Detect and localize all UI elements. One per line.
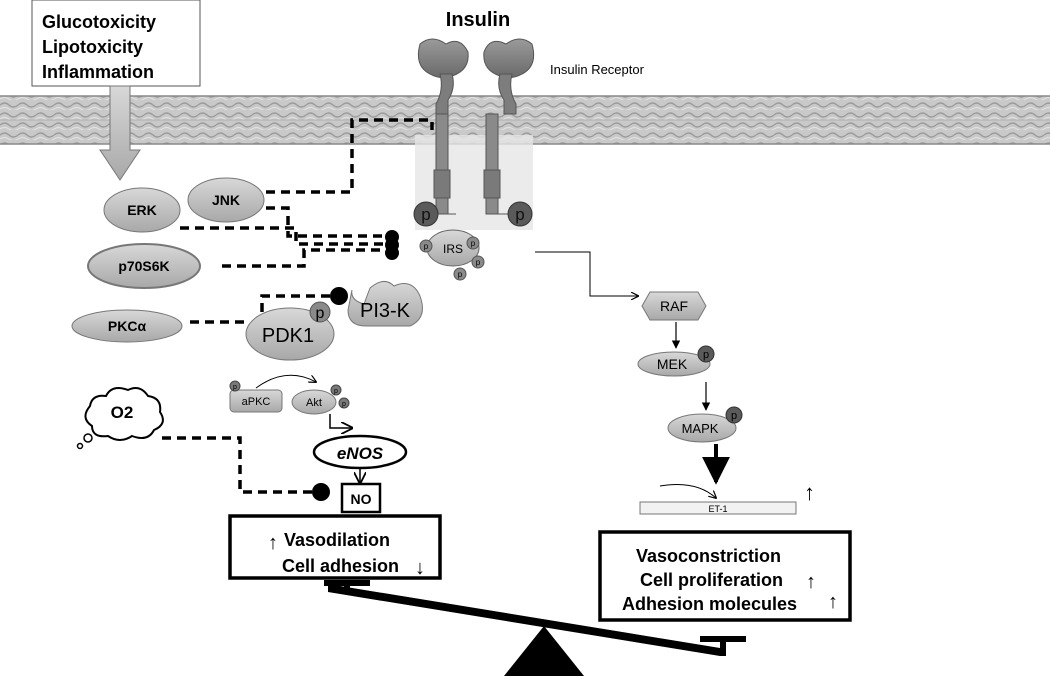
adhesion-molecules-up-arrow: ↑ (828, 591, 838, 613)
jnk-to-receptor-inhibition (266, 118, 434, 194)
o2-to-no-inhibition (162, 436, 312, 494)
receptor-phospho-right: p (498, 201, 533, 227)
vasodilation-up-arrow: ↑ (268, 532, 278, 554)
svg-text:IRS: IRS (443, 242, 463, 256)
erk-node: ERK (103, 187, 181, 233)
apkc-node: aPKC p (229, 380, 283, 413)
p70s6k-to-irs-inhibition (222, 248, 390, 268)
svg-text:PI3-K: PI3-K (360, 300, 411, 322)
balance-scale (324, 580, 746, 676)
cell-proliferation-up-arrow: ↑ (806, 571, 816, 593)
receptor-phospho-left: p (413, 201, 456, 227)
mapk-node: MAPK p (667, 406, 743, 443)
insulin-label: Insulin (446, 9, 510, 31)
svg-text:p: p (731, 410, 737, 422)
svg-text:ET-1: ET-1 (708, 504, 727, 514)
cell-proliferation-label: Cell proliferation (640, 570, 783, 590)
enos-node: eNOS (312, 434, 408, 470)
raf-node: RAF (641, 291, 707, 321)
pdk1-node: PDK1 p (245, 301, 335, 361)
svg-text:p: p (424, 242, 429, 251)
mek-node: MEK p (637, 345, 715, 377)
svg-text:eNOS: eNOS (337, 444, 384, 463)
fulcrum (504, 626, 584, 676)
insulin-receptor-label: Insulin Receptor (550, 62, 645, 77)
jnk-node: JNK (187, 177, 265, 223)
no-box: NO (340, 482, 382, 514)
svg-text:ERK: ERK (127, 202, 157, 218)
irs-node: IRS p p p p (419, 229, 485, 281)
pi3k-node: PI3-K (347, 281, 423, 327)
svg-text:NO: NO (351, 491, 372, 507)
cell-adhesion-label: Cell adhesion (282, 556, 399, 576)
vasodilation-label: Vasodilation (284, 530, 390, 550)
irs-to-raf-arrow (535, 251, 638, 296)
et1-gene: ET-1 (639, 484, 797, 515)
svg-text:MAPK: MAPK (682, 421, 719, 436)
svg-text:JNK: JNK (212, 192, 240, 208)
vasoconstriction-label: Vasoconstriction (636, 546, 781, 566)
svg-text:p: p (334, 388, 338, 395)
svg-text:aPKC: aPKC (242, 396, 271, 408)
svg-text:PKCα: PKCα (108, 318, 147, 334)
svg-text:p: p (476, 258, 481, 267)
stress-glucotoxicity: Glucotoxicity (42, 12, 156, 32)
stress-inflammation: Inflammation (42, 62, 154, 82)
pkca-node: PKCα (71, 309, 183, 343)
pdk1-to-pi3k-inhibition (260, 294, 334, 312)
akt-to-enos-arrow (329, 414, 352, 428)
svg-text:p: p (515, 205, 524, 224)
oxygen-cloud: O2 (76, 387, 164, 450)
svg-text:RAF: RAF (660, 298, 688, 314)
inhibition-caps (312, 230, 399, 501)
inhibition-lines (162, 118, 434, 494)
p70s6k-node: p70S6K (87, 243, 201, 289)
svg-text:p: p (233, 384, 237, 391)
svg-text:p: p (703, 349, 709, 361)
vasodilation-box: ↑ Vasodilation Cell adhesion ↓ (228, 514, 442, 580)
svg-text:p: p (342, 401, 346, 408)
jnk-to-irs-inhibition (266, 206, 390, 238)
et1-up-arrow: ↑ (804, 480, 815, 505)
svg-text:p: p (316, 305, 325, 322)
stress-lipotoxicity: Lipotoxicity (42, 37, 143, 57)
svg-text:p: p (421, 205, 430, 224)
svg-text:p70S6K: p70S6K (118, 258, 169, 274)
oxygen-label: O2 (111, 403, 134, 422)
cell-adhesion-down-arrow: ↓ (415, 557, 425, 579)
pdk1-to-apkc-akt-arrow (255, 374, 316, 389)
stress-factors-box: Glucotoxicity Lipotoxicity Inflammation (31, 0, 201, 87)
erk-to-irs-inhibition (180, 226, 390, 246)
svg-text:Akt: Akt (306, 397, 322, 409)
vasoconstriction-box: Vasoconstriction Cell proliferation ↑ Ad… (598, 530, 852, 622)
svg-text:MEK: MEK (657, 356, 688, 372)
akt-node: Akt p p (291, 384, 350, 415)
adhesion-molecules-label: Adhesion molecules (622, 594, 797, 614)
svg-text:PDK1: PDK1 (262, 325, 314, 347)
svg-text:p: p (458, 270, 463, 279)
stress-down-arrow (99, 85, 141, 181)
svg-text:p: p (471, 239, 476, 248)
